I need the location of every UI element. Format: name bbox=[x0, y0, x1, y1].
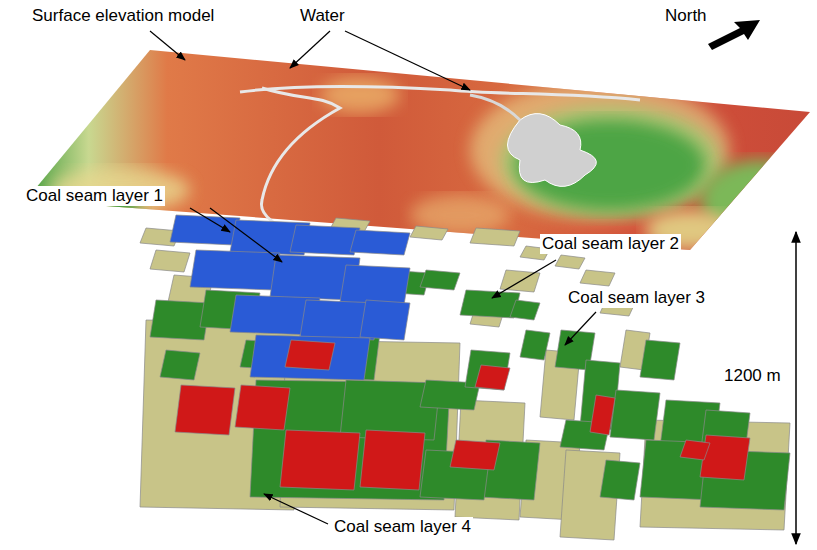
coal-seam-panel bbox=[580, 270, 615, 286]
coal-seam-panel bbox=[340, 265, 410, 305]
coal-seam-panel bbox=[150, 250, 190, 272]
part-label: Water bbox=[298, 6, 347, 26]
dimension-label: 1200 m bbox=[722, 366, 783, 386]
coal-seam-panel bbox=[700, 435, 750, 480]
coal-seam-panel bbox=[510, 300, 540, 320]
coal-seam-panel bbox=[235, 385, 290, 430]
coal-seam-panel bbox=[360, 300, 410, 340]
coal-seam-panel bbox=[160, 350, 200, 380]
coal-seam-panel bbox=[610, 390, 660, 440]
part-label: Coal seam layer 2 bbox=[540, 234, 681, 254]
coal-seam-panel bbox=[680, 440, 710, 460]
coal-seam-panel bbox=[290, 225, 360, 255]
north-arrow bbox=[708, 20, 760, 50]
coal-seam-panel bbox=[285, 340, 335, 370]
coal-seam-panel bbox=[520, 330, 550, 360]
river bbox=[240, 87, 640, 101]
part-label: Surface elevation model bbox=[30, 6, 216, 26]
coal-seam-panel bbox=[470, 228, 520, 246]
coal-seam-panel bbox=[250, 335, 370, 380]
coal-seam-panel bbox=[590, 395, 615, 435]
surface-elevation-model bbox=[20, 50, 817, 250]
coal-seam-panel bbox=[175, 385, 235, 435]
coal-seam-panel bbox=[360, 430, 425, 490]
coal-seam-panel bbox=[640, 340, 680, 380]
coal-seam-panel bbox=[170, 215, 240, 245]
direction-label: North bbox=[663, 6, 709, 26]
coal-seam-panel bbox=[475, 365, 510, 390]
coal-seam-panel bbox=[465, 350, 510, 390]
part-label: Coal seam layer 3 bbox=[566, 288, 707, 308]
part-label: Coal seam layer 4 bbox=[332, 517, 473, 537]
leader-lines bbox=[150, 31, 796, 544]
coal-seam-panel bbox=[350, 230, 410, 255]
part-label: Coal seam layer 1 bbox=[24, 186, 165, 206]
coal-seam-panel bbox=[410, 226, 448, 240]
coal-seam-panel bbox=[600, 460, 640, 500]
coal-seam-panel bbox=[450, 440, 500, 470]
coal-seam-panel bbox=[555, 255, 585, 269]
coal-seam-panel bbox=[280, 430, 360, 490]
coal-seam-panel bbox=[420, 270, 460, 290]
river bbox=[261, 88, 340, 232]
coal-seams bbox=[140, 215, 790, 540]
coal-seam-panel bbox=[190, 250, 280, 290]
